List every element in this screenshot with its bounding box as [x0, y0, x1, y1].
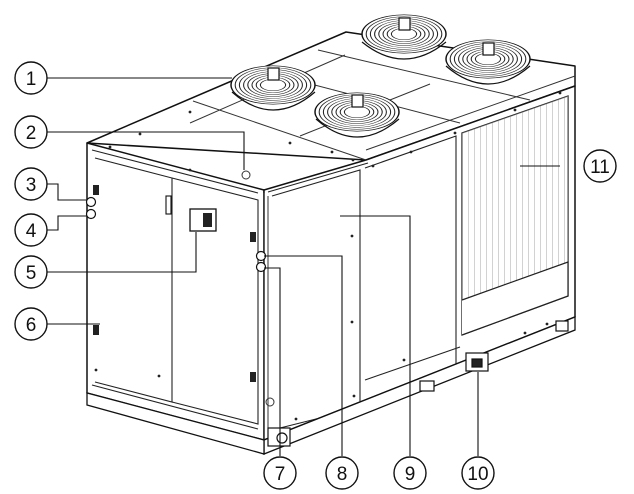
fan-hub-icon — [482, 42, 495, 56]
callouts: 1 2 3 4 5 6 7 8 — [14, 61, 617, 490]
left-gauges — [85, 196, 97, 220]
main-switch-box — [189, 208, 217, 232]
callout-label: 9 — [405, 464, 416, 485]
leader-lines — [47, 77, 560, 456]
callout-label: 4 — [26, 221, 37, 242]
lifting-lugs — [267, 320, 569, 447]
callout-9: 9 — [393, 456, 427, 490]
callout-3: 3 — [14, 167, 48, 201]
callout-label: 2 — [26, 123, 37, 144]
fan-hub-icon — [351, 94, 364, 108]
callout-8: 8 — [325, 456, 359, 490]
callout-7: 7 — [263, 456, 297, 490]
condenser-coil — [461, 95, 569, 336]
callout-6: 6 — [14, 307, 48, 341]
callout-label: 1 — [26, 69, 37, 90]
callout-4: 4 — [14, 213, 48, 247]
door-handle — [165, 195, 172, 215]
callout-label: 3 — [26, 175, 37, 196]
fan-shrouds — [231, 41, 531, 138]
rivets — [94, 91, 562, 421]
callout-5: 5 — [14, 255, 48, 289]
callout-1: 1 — [14, 61, 48, 95]
front-gauges — [255, 250, 267, 273]
left-corner-detail — [241, 170, 275, 440]
callout-label: 11 — [590, 157, 610, 178]
callout-label: 8 — [337, 464, 348, 485]
fan-hub-icon — [398, 17, 411, 31]
callout-label: 5 — [26, 263, 37, 284]
left-face-panels — [91, 149, 259, 430]
callout-11: 11 — [583, 149, 617, 183]
fan-hub-icon — [267, 67, 280, 81]
callout-label: 10 — [467, 464, 488, 485]
callout-label: 7 — [275, 464, 286, 485]
callout-2: 2 — [14, 115, 48, 149]
callout-10: 10 — [461, 456, 495, 490]
callout-label: 6 — [26, 315, 37, 336]
left-face-hinges — [93, 185, 256, 382]
